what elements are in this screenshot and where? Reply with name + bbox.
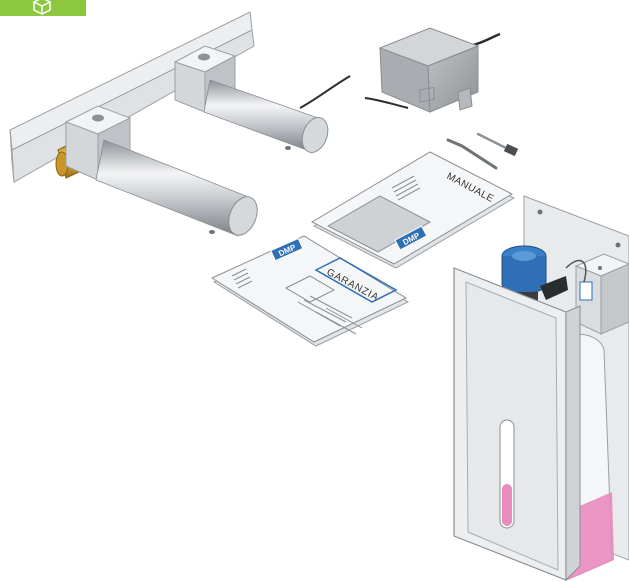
allen-key-icon bbox=[448, 134, 518, 168]
faucet-assembly bbox=[10, 12, 332, 239]
power-adapter bbox=[300, 0, 500, 112]
package-badge bbox=[0, 0, 86, 16]
manual-booklet: MANUALE DMP bbox=[312, 87, 514, 268]
soap-dispenser-unit bbox=[454, 196, 629, 580]
